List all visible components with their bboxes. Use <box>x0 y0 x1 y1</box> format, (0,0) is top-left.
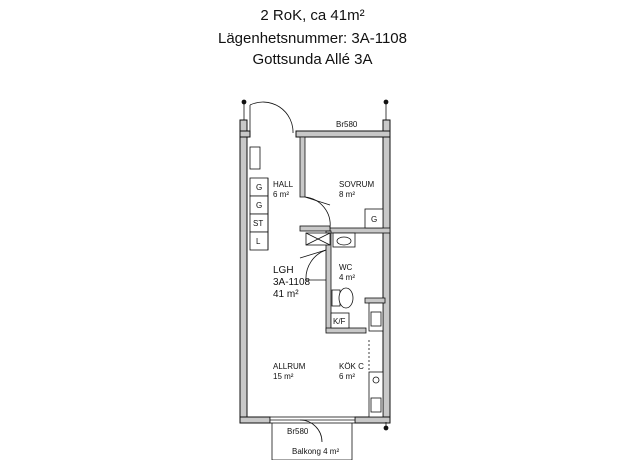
address: Gottsunda Allé 3A <box>252 51 373 68</box>
wc-bottom-wall <box>325 327 367 334</box>
closet-label: ST <box>253 219 263 228</box>
apartment-label: LGH <box>273 265 294 276</box>
entrance-door <box>249 101 294 134</box>
wc-kok-wall <box>364 297 386 304</box>
bottom-wall-left <box>239 416 271 424</box>
sovrum-door <box>304 196 331 229</box>
side-window-marks <box>241 99 389 431</box>
hall-shelf <box>249 146 261 170</box>
wc-door <box>299 249 327 281</box>
room-hall-name: HALL <box>273 180 294 189</box>
closet-label: G <box>256 183 262 192</box>
window-bottom <box>269 416 356 424</box>
interior-walls <box>299 136 391 334</box>
top-wall-left <box>239 130 251 138</box>
room-allrum-area: 15 m² <box>273 372 294 381</box>
wc-fixtures <box>305 232 356 309</box>
window-top <box>296 130 390 138</box>
fridge <box>330 312 350 329</box>
room-kok-name: KÖK C <box>339 362 364 371</box>
closet-label: G <box>256 201 262 210</box>
room-sovrum-area: 8 m² <box>339 190 355 199</box>
sovrum-bottom-wall <box>329 227 391 234</box>
bottom-wall-right <box>354 416 391 424</box>
kitchen-counter <box>368 302 384 418</box>
balcony-label: Balkong 4 m² <box>292 447 339 456</box>
room-sovrum-name: SOVRUM <box>339 180 374 189</box>
hall-closets <box>249 146 269 251</box>
room-wc-area: 4 m² <box>339 273 355 282</box>
outer-walls <box>239 119 391 424</box>
room-kok-area: 6 m² <box>339 372 355 381</box>
left-wall <box>239 119 248 423</box>
hall-wc-top <box>299 225 331 232</box>
sovrum-closet <box>364 208 384 229</box>
room-allrum-name: ALLRUM <box>273 362 306 371</box>
apartment-label-area: 41 m² <box>273 289 299 300</box>
room-hall-area: 6 m² <box>273 190 289 199</box>
window-label-bottom: Br580 <box>287 427 309 436</box>
wc-left-wall <box>325 230 332 332</box>
room-wc-name: WC <box>339 263 353 272</box>
apartment-number: Lägenhetsnummer: 3A-1108 <box>217 30 407 47</box>
window-label-top: Br580 <box>336 120 358 129</box>
apartment-label-number: 3A-1108 <box>273 277 311 288</box>
sovrum-closet-label: G <box>371 215 377 224</box>
hall-sovrum-wall <box>299 136 306 198</box>
fridge-label: K/F <box>333 317 346 326</box>
balcony <box>271 419 353 460</box>
closet-label: L <box>256 237 261 246</box>
toilet-bowl <box>338 287 354 309</box>
right-wall <box>382 119 391 423</box>
top-wall-right <box>295 130 391 138</box>
plan-title: 2 RoK, ca 41m² <box>260 7 365 24</box>
